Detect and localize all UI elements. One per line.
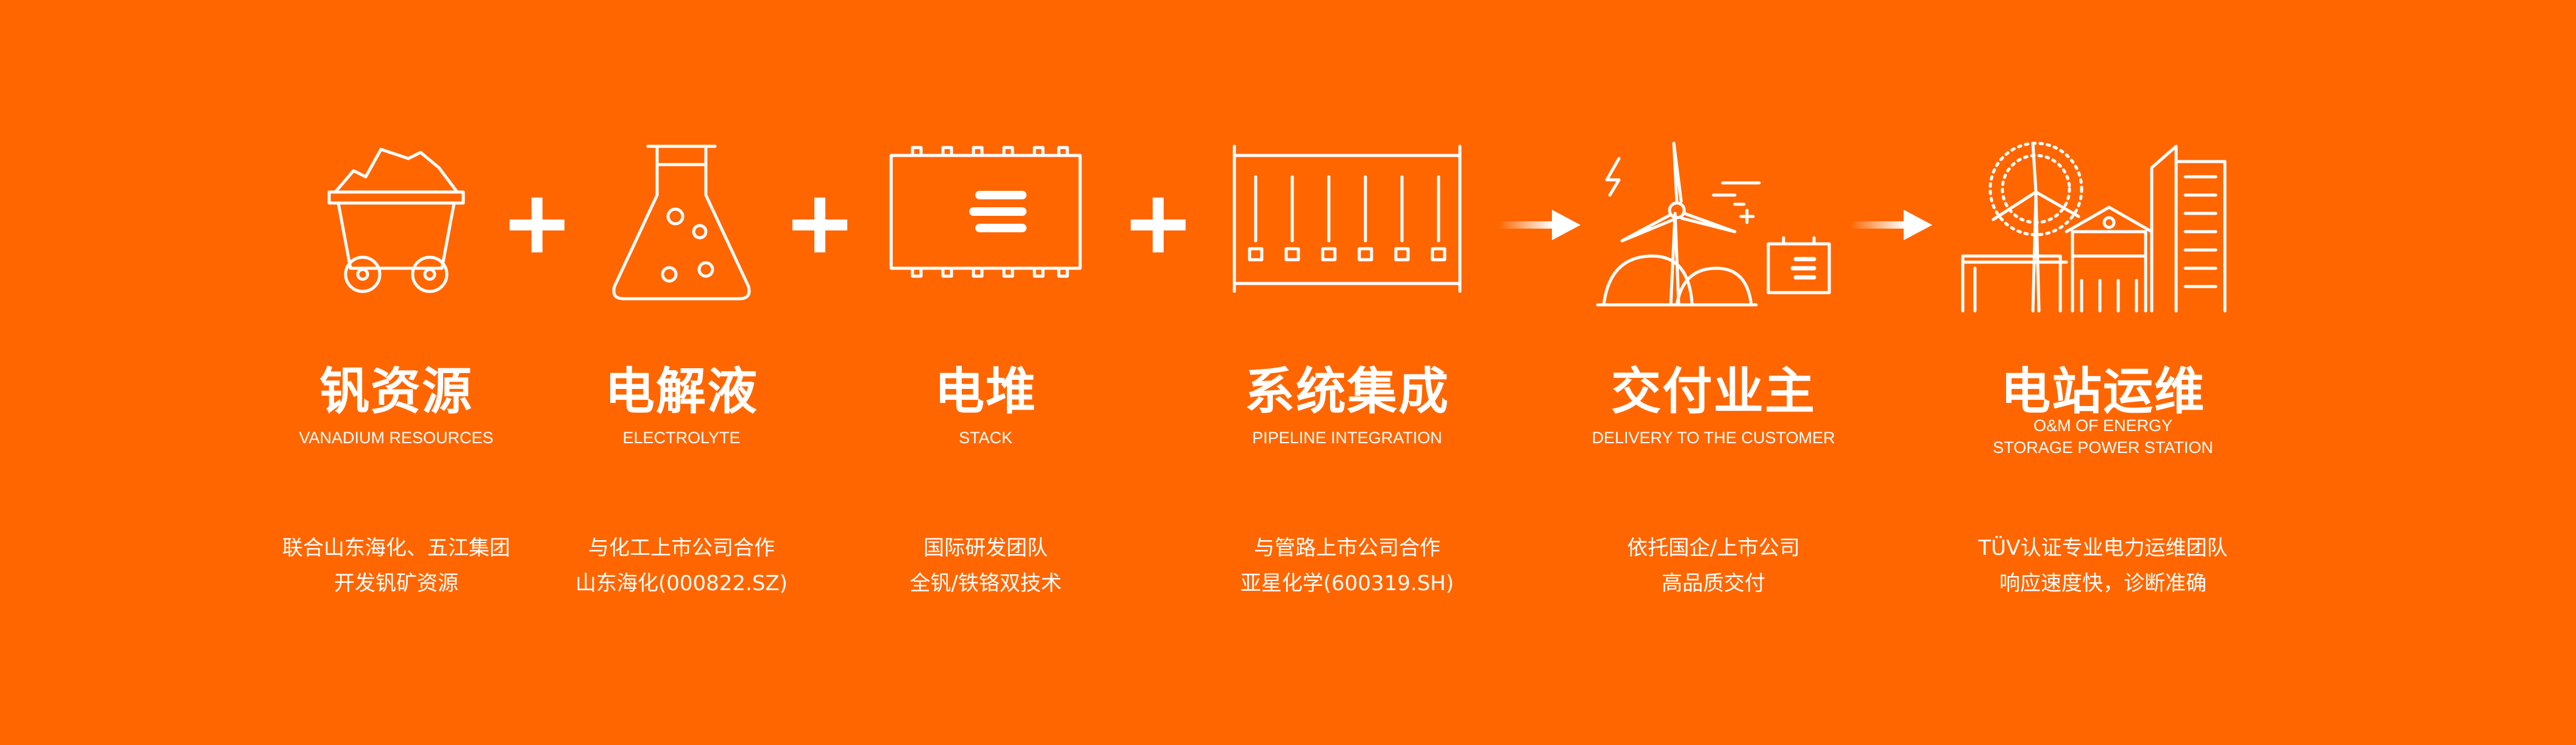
step-description: 与管路上市公司合作亚星化学(600319.SH): [1134, 530, 1560, 601]
desc-line: 山东海化(000822.SZ): [575, 571, 788, 596]
step-subtitle: PIPELINE INTEGRATION: [1252, 429, 1442, 447]
stack-icon: [889, 146, 1082, 278]
arrow-right-icon: [1850, 210, 1932, 240]
wind-turbine-battery-icon: [1596, 141, 1831, 307]
desc-line: TÜV认证专业电力运维团队: [1978, 536, 2228, 560]
desc-line: 全钒/铁铬双技术: [909, 571, 1062, 596]
container-icon: [1233, 144, 1462, 293]
desc-line: 高品质交付: [1662, 571, 1765, 596]
subtitle-line: O&M OF ENERGY: [2033, 416, 2173, 435]
step-title: 电解液: [604, 363, 758, 421]
step-description: 依托国企/上市公司高品质交付: [1500, 530, 1927, 601]
desc-line: 亚星化学(600319.SH): [1240, 571, 1454, 596]
step-subtitle: STACK: [958, 429, 1012, 447]
arrow-right-icon: [1498, 210, 1581, 240]
desc-line: 联合山东海化、五江集团: [282, 536, 510, 560]
plus-icon: [1131, 198, 1186, 252]
step-title: 电堆: [934, 363, 1037, 421]
step-subtitle: VANADIUM RESOURCES: [299, 429, 494, 447]
step-description: 国际研发团队全钒/铁铬双技术: [772, 530, 1199, 601]
step-title: 钒资源: [319, 363, 473, 421]
step-subtitle: ELECTROLYTE: [622, 429, 741, 447]
step-description: 联合山东海化、五江集团开发钒矿资源: [183, 530, 610, 601]
step-description: 与化工上市公司合作山东海化(000822.SZ): [468, 530, 895, 601]
step-title: 系统集成: [1244, 363, 1450, 421]
desc-line: 开发钒矿资源: [334, 571, 458, 596]
plus-icon: [510, 198, 564, 252]
mine-cart-icon: [327, 148, 465, 293]
desc-line: 依托国企/上市公司: [1627, 536, 1800, 560]
desc-line: 与管路上市公司合作: [1254, 536, 1440, 560]
step-title: 交付业主: [1610, 363, 1816, 421]
desc-line: 响应速度快，诊断准确: [1999, 571, 2207, 596]
desc-line: 国际研发团队: [923, 536, 1048, 560]
subtitle-line: STORAGE POWER STATION: [1993, 438, 2213, 457]
power-station-icon: [1961, 141, 2227, 313]
desc-line: 与化工上市公司合作: [588, 536, 775, 560]
flask-icon: [612, 144, 751, 301]
plus-icon: [792, 198, 847, 252]
step-description: TÜV认证专业电力运维团队响应速度快，诊断准确: [1890, 530, 2316, 601]
step-title: 电站运维: [2000, 363, 2205, 421]
step-subtitle: O&M OF ENERGY STORAGE POWER STATION: [1890, 415, 2316, 458]
step-subtitle: DELIVERY TO THE CUSTOMER: [1592, 429, 1835, 447]
